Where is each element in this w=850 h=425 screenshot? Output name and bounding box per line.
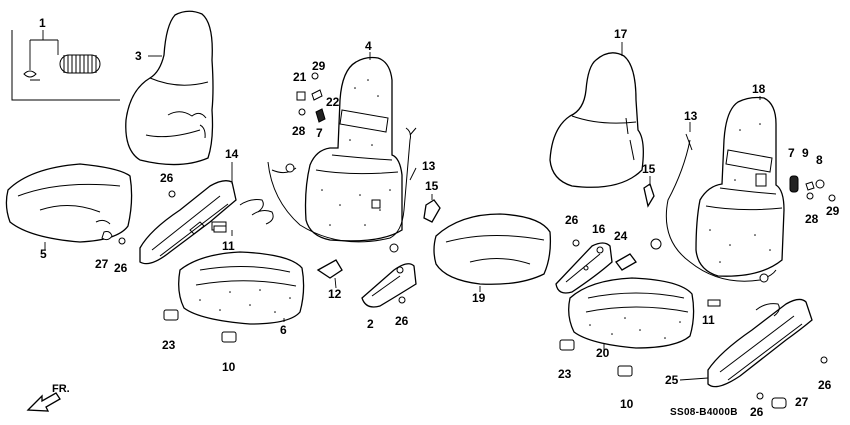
fastener-29b bbox=[828, 194, 836, 202]
callout-14: 14 bbox=[225, 147, 239, 161]
callout-22: 22 bbox=[326, 95, 340, 109]
callout-25: 25 bbox=[665, 373, 679, 387]
callout-4: 4 bbox=[365, 39, 372, 53]
callout-26c: 26 bbox=[395, 314, 409, 328]
callout-27a: 27 bbox=[95, 257, 109, 271]
recliner-cable-right-part bbox=[665, 133, 777, 283]
callout-7a: 7 bbox=[316, 126, 323, 140]
callout-13b: 13 bbox=[684, 109, 698, 123]
seat-track-left-part bbox=[139, 180, 274, 265]
seat-cushion-cover-right-part bbox=[433, 213, 552, 285]
seat-back-assembly-right-part bbox=[695, 96, 785, 277]
callout-28b: 28 bbox=[805, 212, 819, 226]
fasteners-right-group bbox=[559, 175, 836, 409]
recliner-cable-left-part bbox=[267, 127, 417, 253]
callout-29a: 29 bbox=[312, 59, 326, 73]
fastener-26c bbox=[398, 296, 406, 304]
callout-12: 12 bbox=[328, 287, 342, 301]
callout-10a: 10 bbox=[222, 360, 236, 374]
callout-23b: 23 bbox=[558, 367, 572, 381]
handle-15b bbox=[643, 182, 655, 208]
callout-6: 6 bbox=[280, 323, 287, 337]
fastener-28a bbox=[298, 108, 306, 116]
callout-27b: 27 bbox=[795, 395, 809, 409]
grommet-24 bbox=[650, 238, 662, 250]
callout-11b: 11 bbox=[702, 313, 715, 327]
cap-27b bbox=[771, 397, 787, 409]
fastener-27a bbox=[101, 231, 113, 241]
lever-handle-left-part bbox=[423, 199, 441, 223]
seat-back-assembly-left-part bbox=[304, 56, 403, 242]
fastener-26a bbox=[168, 190, 176, 198]
callout-labels: 1 3 4 5 6 7 7 8 9 10 10 11 11 12 13 13 1… bbox=[39, 16, 840, 419]
spring-kit-part bbox=[11, 30, 120, 101]
callout-9: 9 bbox=[802, 146, 809, 160]
callout-18: 18 bbox=[752, 82, 766, 96]
callout-3: 3 bbox=[135, 49, 142, 63]
callout-8: 8 bbox=[816, 153, 823, 167]
callout-21: 21 bbox=[293, 70, 307, 84]
clip-11a bbox=[213, 225, 227, 233]
fasteners-left-group bbox=[101, 72, 406, 343]
cap-10b bbox=[617, 365, 633, 377]
fastener-21 bbox=[296, 91, 306, 101]
callout-26d: 26 bbox=[565, 213, 579, 227]
callout-5: 5 bbox=[40, 247, 47, 261]
callout-7b: 7 bbox=[788, 146, 795, 160]
diagram-code: SS08-B4000B bbox=[670, 407, 738, 418]
callout-16: 16 bbox=[592, 222, 606, 236]
callout-29b: 29 bbox=[826, 204, 840, 218]
callout-13a: 13 bbox=[422, 159, 436, 173]
callout-15b: 15 bbox=[642, 162, 656, 176]
fastener-26d bbox=[572, 239, 580, 247]
front-direction-arrow: FR. bbox=[26, 383, 70, 412]
callout-26f: 26 bbox=[750, 405, 764, 419]
cap-10a bbox=[221, 331, 237, 343]
fastener-7a bbox=[315, 108, 326, 123]
clip-11b bbox=[707, 299, 721, 307]
fastener-28b bbox=[806, 192, 814, 200]
fastener-7b bbox=[789, 175, 799, 193]
callout-11a: 11 bbox=[222, 239, 235, 253]
fastener-29a bbox=[311, 72, 319, 80]
leader-lines bbox=[44, 42, 761, 381]
fastener-9 bbox=[805, 181, 815, 191]
callout-28a: 28 bbox=[292, 124, 306, 138]
callout-1: 1 bbox=[39, 16, 46, 30]
seat-cushion-pad-right-part bbox=[568, 277, 695, 349]
callout-23a: 23 bbox=[162, 338, 176, 352]
callout-26b: 26 bbox=[114, 261, 128, 275]
callout-2: 2 bbox=[367, 317, 374, 331]
cap-23b bbox=[559, 339, 575, 351]
clip-12-part bbox=[316, 259, 343, 289]
fastener-26b bbox=[118, 237, 126, 245]
fastener-26f bbox=[756, 392, 764, 400]
seat-cushion-pad-left-part bbox=[178, 251, 305, 325]
seat-back-cover-right-part bbox=[549, 52, 644, 188]
front-direction-label: FR. bbox=[52, 383, 70, 395]
callout-24: 24 bbox=[614, 229, 628, 243]
callout-15a: 15 bbox=[425, 179, 439, 193]
cap-23a bbox=[163, 309, 179, 321]
recliner-bracket-right-part bbox=[555, 242, 613, 294]
fastener-26e bbox=[820, 356, 828, 364]
seat-track-right-part bbox=[707, 298, 813, 388]
callout-26a: 26 bbox=[160, 171, 174, 185]
recliner-cover-left-part bbox=[361, 263, 417, 308]
callout-19: 19 bbox=[472, 291, 486, 305]
fastener-8 bbox=[815, 179, 825, 189]
callout-20: 20 bbox=[596, 346, 610, 360]
callout-17: 17 bbox=[614, 27, 628, 41]
seat-back-cover-left-part bbox=[125, 10, 214, 166]
clip-24-part bbox=[615, 253, 637, 271]
seat-cushion-cover-left-part bbox=[5, 163, 133, 243]
callout-10b: 10 bbox=[620, 397, 634, 411]
callout-26e: 26 bbox=[818, 378, 832, 392]
fastener-22 bbox=[311, 89, 323, 101]
